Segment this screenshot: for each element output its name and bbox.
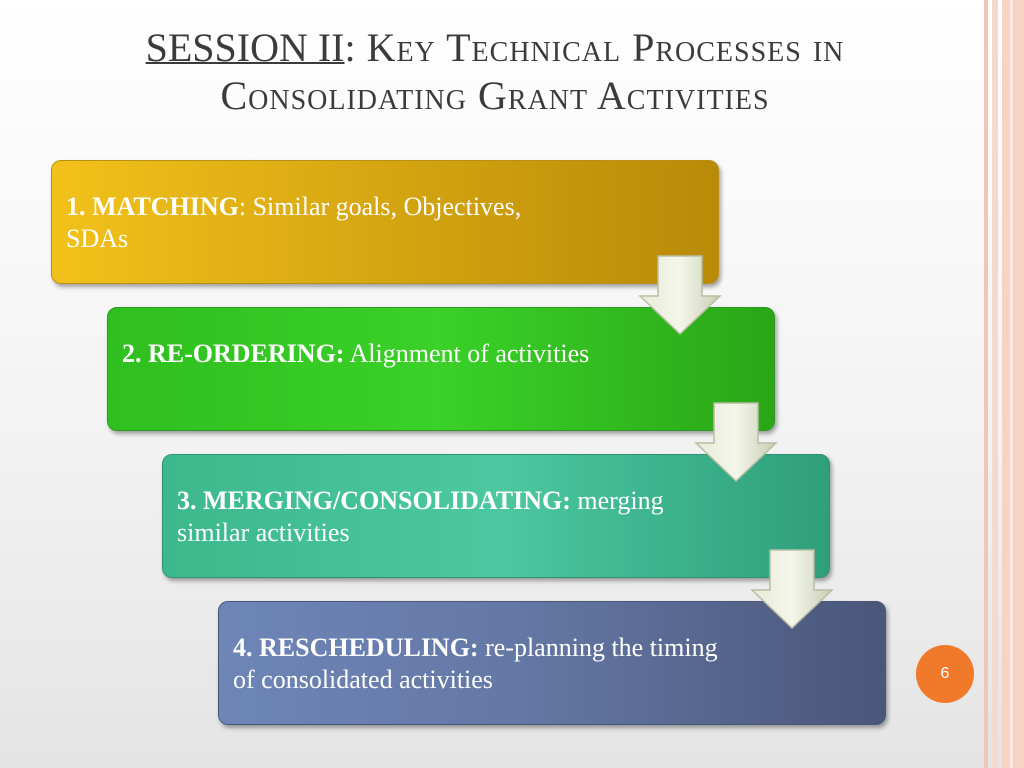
step-text: 1. MATCHING: Similar goals, Objectives, … (66, 191, 536, 255)
step-heading: 1. MATCHING (66, 192, 239, 221)
step-description: re-planning the timing of consolidated a… (233, 633, 718, 694)
down-arrow-icon (750, 549, 834, 630)
step-box-reordering: 2. RE-ORDERING: Alignment of activities (107, 307, 775, 431)
decor-stripe (1002, 0, 1024, 768)
title-line2: Consolidating Grant Activities (220, 73, 770, 118)
decor-stripe (992, 0, 998, 768)
step-box-matching: 1. MATCHING: Similar goals, Objectives, … (51, 160, 719, 284)
title-prefix: SESSION II (145, 25, 345, 70)
page-number-badge: 6 (916, 645, 974, 703)
step-description: Alignment of activities (344, 339, 590, 368)
step-description: merging similar activities (177, 486, 664, 547)
slide-title: SESSION II: Key Technical Processes in C… (30, 24, 960, 120)
title-rest: Key Technical Processes in (355, 25, 845, 70)
step-box-rescheduling: 4. RESCHEDULING: re-planning the timing … (218, 601, 886, 725)
step-text: 3. MERGING/CONSOLIDATING: merging simila… (177, 485, 697, 549)
step-heading: 2. RE-ORDERING: (122, 339, 345, 368)
title-separator: : (344, 25, 356, 70)
step-description: : Similar goals, Objectives, SDAs (66, 192, 522, 253)
step-heading: 3. MERGING/CONSOLIDATING: (177, 486, 571, 515)
step-heading: 4. RESCHEDULING: (233, 633, 479, 662)
step-text: 2. RE-ORDERING: Alignment of activities (122, 338, 592, 370)
down-arrow-icon (638, 255, 722, 336)
decor-stripe (984, 0, 988, 768)
step-text: 4. RESCHEDULING: re-planning the timing … (233, 632, 733, 696)
decor-stripe (1010, 0, 1013, 768)
step-box-merging: 3. MERGING/CONSOLIDATING: merging simila… (162, 454, 830, 578)
down-arrow-icon (694, 402, 778, 483)
